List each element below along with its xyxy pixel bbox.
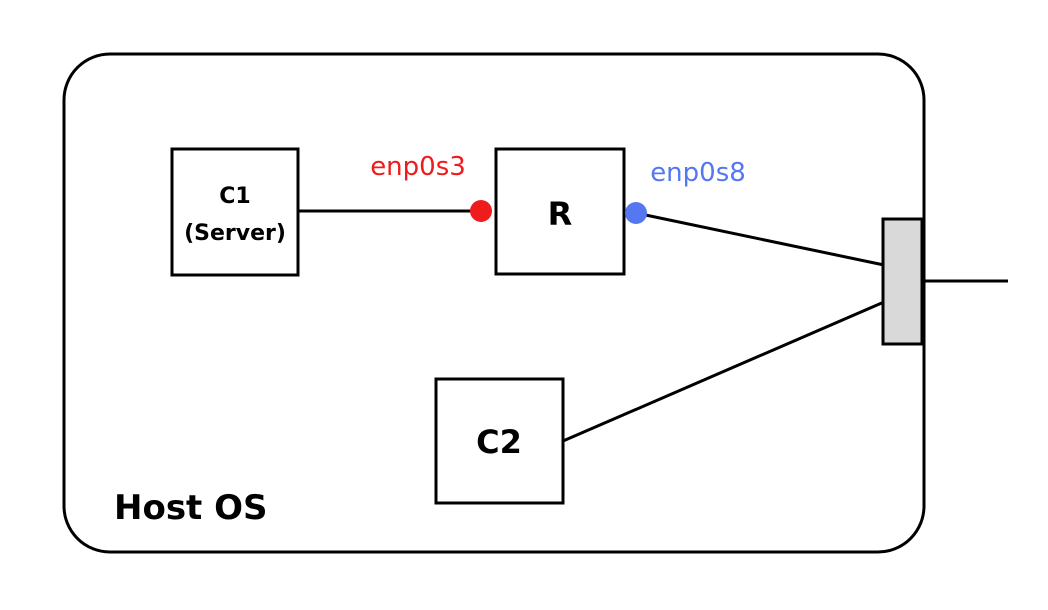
interface-right-dot xyxy=(625,202,647,224)
node-c1-name: C1 xyxy=(219,184,250,209)
node-router-label: R xyxy=(548,195,573,233)
node-c1: C1 (Server) xyxy=(170,147,300,277)
link-c2-switch xyxy=(562,300,885,443)
host-os-label: Host OS xyxy=(114,488,268,528)
node-c1-box xyxy=(170,147,300,277)
node-c1-role: (Server) xyxy=(184,221,286,246)
interface-right-label: enp0s8 xyxy=(650,158,746,188)
node-c2: C2 xyxy=(434,377,565,505)
interface-left-label: enp0s3 xyxy=(370,152,466,182)
switch-bar xyxy=(881,217,924,346)
node-router: R xyxy=(494,147,626,276)
link-router-switch xyxy=(635,211,885,267)
node-router-box xyxy=(494,147,626,276)
node-c2-box xyxy=(434,377,565,505)
node-c2-label: C2 xyxy=(476,423,522,461)
interface-left-dot xyxy=(470,200,492,222)
